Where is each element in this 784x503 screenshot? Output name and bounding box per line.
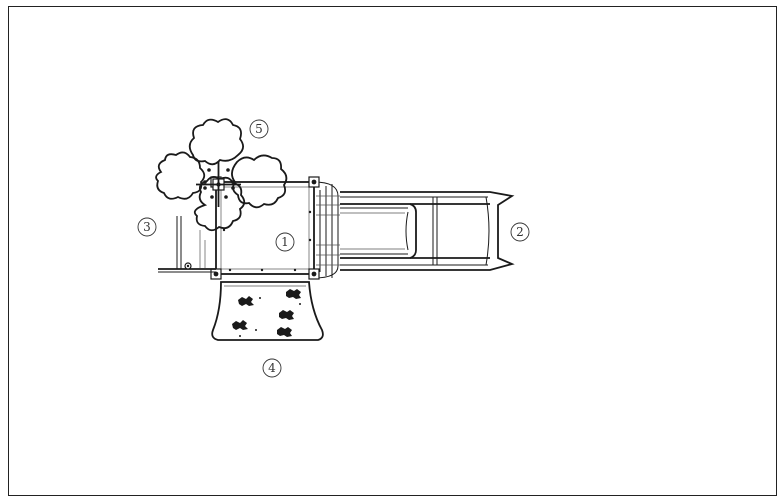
drawing-frame: 1 2 3 4 5 xyxy=(8,6,777,496)
callout-3-label: 3 xyxy=(143,220,151,234)
callout-2-label: 2 xyxy=(516,225,524,239)
callout-1: 1 xyxy=(275,232,295,252)
callout-5: 5 xyxy=(249,119,269,139)
deck xyxy=(210,176,340,280)
rock-climber-wall xyxy=(211,281,324,341)
climbing-holds xyxy=(232,289,301,337)
callout-5-label: 5 xyxy=(255,122,263,136)
slide xyxy=(340,191,515,271)
playground-plan-drawing: 1 2 3 4 5 xyxy=(8,6,777,496)
callout-4: 4 xyxy=(262,358,282,378)
drawing-border xyxy=(8,6,777,496)
flower-roof xyxy=(155,118,288,232)
callout-4-label: 4 xyxy=(268,361,276,375)
callout-2: 2 xyxy=(510,222,530,242)
callout-1-label: 1 xyxy=(281,235,289,249)
fire-pole xyxy=(158,216,216,273)
callout-3: 3 xyxy=(137,217,157,237)
